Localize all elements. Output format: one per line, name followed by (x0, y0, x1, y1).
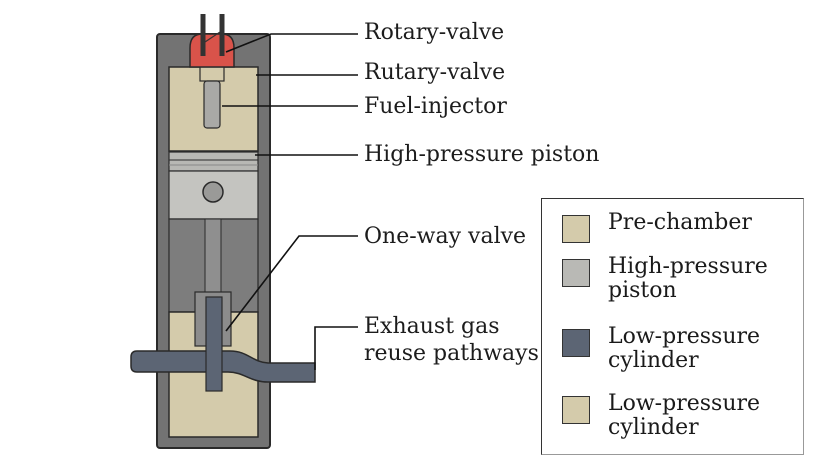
legend-item-low-pressure-cylinder: Low-pressure cylinder (562, 325, 798, 373)
rotary-valve (189, 33, 235, 68)
label-rutary-valve: Rutary-valve (364, 60, 506, 85)
legend-swatch (562, 396, 590, 424)
leader-one-way-valve (225, 235, 358, 332)
injector-nozzle (199, 66, 225, 82)
exhaust-pipe (130, 350, 316, 383)
legend-item-pre-chamber: Pre-chamber (562, 211, 798, 243)
fuel-injector (203, 80, 221, 129)
label-exhaust-gas-line1: Exhaust gas (364, 314, 500, 339)
label-high-pressure-piston: High-pressure piston (364, 142, 600, 167)
legend-item-low-pressure-cylinder-2: Low-pressure cylinder (562, 392, 798, 440)
legend-item-high-pressure-piston: High-pressure piston (562, 255, 798, 303)
legend-swatch (562, 329, 590, 357)
label-rotary-valve: Rotary-valve (364, 20, 505, 45)
label-one-way-valve: One-way valve (364, 224, 527, 249)
piston-rings (168, 151, 259, 172)
legend: Pre-chamber High-pressure piston Low-pre… (541, 198, 804, 455)
legend-label: Low-pressure cylinder (608, 391, 761, 440)
leader-exhaust-gas (314, 326, 358, 370)
label-fuel-injector: Fuel-injector (364, 94, 507, 119)
piston-pin (202, 181, 224, 203)
legend-label: High-pressure piston (608, 254, 768, 303)
legend-label: Low-pressure cylinder (608, 324, 761, 373)
valve-stem (205, 296, 223, 392)
leader-rotary-valve (225, 33, 358, 53)
legend-label: Pre-chamber (608, 210, 752, 235)
legend-swatch (562, 215, 590, 243)
connecting-rod (204, 218, 222, 300)
legend-swatch (562, 259, 590, 287)
label-exhaust-gas-line2: reuse pathways (364, 341, 539, 366)
